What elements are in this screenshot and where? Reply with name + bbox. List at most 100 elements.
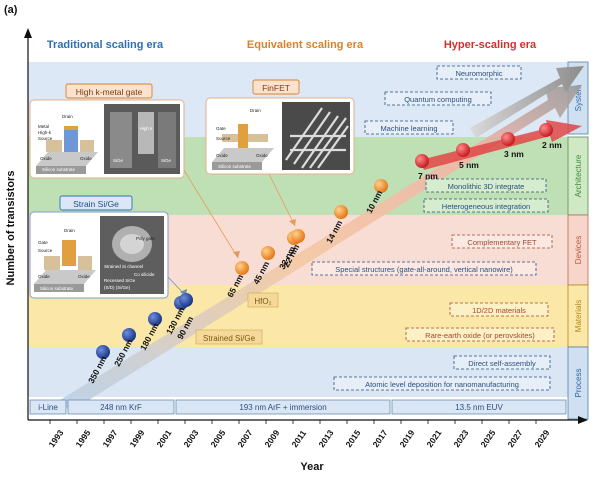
node-label-5nm: 5 nm [459,160,479,170]
svg-text:Drain: Drain [250,108,261,113]
x-tick-label: 2023 [451,428,470,449]
svg-text:Gate: Gate [216,126,226,131]
node-sphere-90nm [179,293,193,307]
svg-text:Heterogeneous integration: Heterogeneous integration [442,202,530,211]
svg-text:HfO₂: HfO₂ [254,297,271,306]
svg-text:Strained Si/Ge: Strained Si/Ge [203,334,256,343]
tech-label-finfet: FinFET [252,79,300,95]
svg-text:Recessed SiGe: Recessed SiGe [104,278,136,283]
svg-text:Machine learning: Machine learning [380,124,437,133]
system-item-quantum: Quantum computing [384,91,492,106]
node-sphere-2nm [539,123,553,137]
svg-text:Quantum computing: Quantum computing [404,95,472,104]
svg-text:Silicon substrate: Silicon substrate [42,167,76,172]
svg-text:SiGe: SiGe [161,158,172,163]
tech-label-strained-sige: Strained Si/Ge [195,329,263,345]
x-tick-label: 2009 [262,428,281,449]
x-tick-label: 2025 [478,428,497,449]
system-arrow [470,66,584,138]
svg-text:Monolithic 3D integrate: Monolithic 3D integrate [448,182,525,191]
svg-text:Metal: Metal [38,124,49,129]
svg-text:Co silicide: Co silicide [134,272,155,277]
x-tick-label: 2015 [343,428,362,449]
svg-text:1D/2D materials: 1D/2D materials [472,306,526,315]
svg-text:Materials: Materials [574,300,583,332]
svg-text:Gate: Gate [38,240,48,245]
node-sphere-7nm [415,154,429,168]
litho-arf: 193 nm ArF + immersion [239,403,326,412]
callout-arrow-finfet [267,171,296,227]
device-item-cfet: Complementary FET [451,234,553,249]
schematic-strain: Drain Gate Source Oxide Oxide Silicon su… [29,211,169,299]
system-item-ml: Machine learning [364,120,454,135]
litho-iline: i-Line [38,403,58,412]
architecture-item-monolithic: Monolithic 3D integrate [425,178,547,193]
process-item-ald: Atomic level deposition for nanomanufact… [333,376,551,391]
x-tick-label: 2001 [154,428,173,449]
node-sphere-65nm [235,261,249,275]
era-title-hyper: Hyper-scaling era [444,39,537,51]
x-tick-label: 2021 [424,428,443,449]
svg-text:Devices: Devices [574,236,583,264]
system-item-neuromorphic: Neuromorphic [436,65,522,80]
process-item-dsa: Direct self-assembly [453,355,551,370]
litho-euv: 13.5 nm EUV [455,403,503,412]
architecture-item-heterogeneous: Heterogeneous integration [423,198,549,213]
svg-text:Source: Source [38,136,53,141]
tech-label-hfo2: HfO₂ [247,292,279,308]
schematic-finfet: Drain Gate Source Oxide Oxide Silicon su… [205,97,355,175]
node-label-3nm: 3 nm [504,149,524,159]
svg-text:High k-metal gate: High k-metal gate [76,87,143,97]
node-sphere-45nm [261,246,275,260]
x-tick-label: 1993 [46,428,65,449]
svg-text:Architecture: Architecture [574,154,583,197]
svg-text:Complementary FET: Complementary FET [467,238,537,247]
x-tick-label: 1999 [127,428,146,449]
svg-text:Oxide: Oxide [80,156,92,161]
svg-text:Direct self-assembly: Direct self-assembly [468,359,536,368]
device-item-special-structures: Special structures (gate-all-around, ver… [311,261,537,276]
node-label-2nm: 2 nm [542,140,562,150]
svg-text:Oxide: Oxide [38,274,50,279]
x-tick-label: 2003 [181,428,200,449]
x-tick-label: 2019 [397,428,416,449]
x-tick-label: 2027 [505,428,524,449]
y-axis-arrow-icon [24,28,32,38]
svg-text:Poly gate: Poly gate [136,236,155,241]
svg-text:High k: High k [140,126,154,131]
svg-text:FinFET: FinFET [262,83,290,93]
tech-label-hkmg: High k-metal gate [65,83,153,99]
svg-text:Drain: Drain [64,228,75,233]
x-tick-label: 2013 [316,428,335,449]
callout-arrowhead-icon [233,251,240,258]
node-sphere-14nm [334,205,348,219]
panel-label: (a) [4,4,18,16]
node-sphere-350nm [96,345,110,359]
x-axis-arrow-icon [578,416,588,424]
svg-text:Strained Si channel: Strained Si channel [104,264,143,269]
tech-label-strain: Strain Si/Ge [59,195,133,211]
x-tick-label: 2007 [235,428,254,449]
x-tick-label: 1995 [73,428,92,449]
callout-arrowhead-icon [289,219,296,226]
lithography-bar: i-Line 248 nm KrF 193 nm ArF + immersion… [29,399,567,415]
svg-text:System: System [574,84,583,111]
era-title-equivalent: Equivalent scaling era [247,39,364,51]
svg-text:Source: Source [216,136,231,141]
node-sphere-250nm [122,328,136,342]
svg-text:Silicon substrate: Silicon substrate [218,164,252,169]
svg-text:Special structures (gate-all-a: Special structures (gate-all-around, ver… [335,265,513,274]
category-tab-devices: Devices [567,214,589,286]
svg-text:Rare-earth oxide (or perovskit: Rare-earth oxide (or perovskites) [425,331,535,340]
svg-text:High-k: High-k [38,130,52,135]
material-item-1d2d: 1D/2D materials [449,302,549,317]
x-tick-label: 2011 [289,428,308,449]
x-tick-label: 1997 [100,428,119,449]
category-tab-materials: Materials [567,284,589,348]
svg-text:Drain: Drain [62,114,73,119]
svg-text:(S/D) (Si/Ge): (S/D) (Si/Ge) [104,285,131,290]
svg-text:Strain Si/Ge: Strain Si/Ge [73,199,119,209]
trend-arrow [60,85,582,412]
